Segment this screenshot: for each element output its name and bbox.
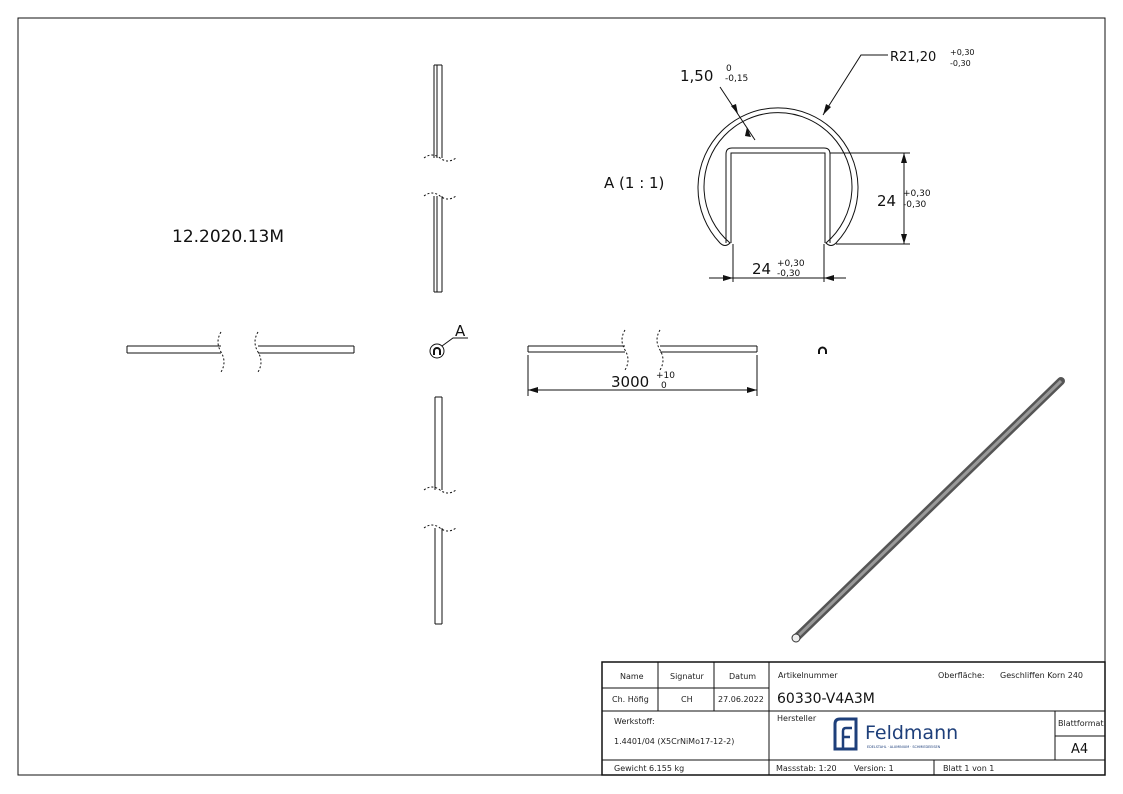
bottom-view — [423, 396, 457, 625]
article-number: 60330-V4A3M — [777, 691, 875, 707]
width-tol-lower: -0,30 — [777, 269, 801, 279]
date-label: Datum — [729, 672, 756, 681]
height-tol-upper: +0,30 — [903, 189, 931, 199]
height-tol-lower: -0,30 — [903, 200, 927, 210]
logo-name: Feldmann — [865, 722, 958, 744]
wall-tol-upper: 0 — [726, 64, 732, 74]
name-value: Ch. Höfig — [612, 695, 649, 704]
length-tol-lower: 0 — [661, 381, 667, 391]
length-dim: 3000 — [611, 373, 649, 391]
signature-value: CH — [681, 695, 693, 704]
name-label: Name — [620, 672, 644, 681]
small-profile — [818, 346, 827, 354]
material-value: 1.4401/04 (X5CrNiMo17-12-2) — [614, 737, 734, 746]
manufacturer-label: Hersteller — [777, 714, 817, 723]
surface-value: Geschliffen Korn 240 — [1000, 671, 1083, 680]
radius-tol-upper: +0,30 — [950, 48, 975, 57]
format-value: A4 — [1071, 742, 1088, 757]
wall-tol-lower: -0,15 — [725, 74, 748, 84]
radius-dim: R21,20 — [890, 50, 936, 65]
logo-tagline: EDELSTAHL · ALUMINIUM · SCHMIEDEEISEN — [867, 745, 941, 749]
feldmann-logo: Feldmann EDELSTAHL · ALUMINIUM · SCHMIED… — [833, 717, 958, 751]
width-dim: 24 — [752, 260, 771, 278]
isometric-view — [791, 377, 1065, 643]
scale: Massstab: 1:20 — [776, 764, 837, 773]
section-profile: 24 +0,30 -0,30 24 +0,30 -0,30 1,50 0 -0,… — [680, 48, 975, 282]
left-view — [126, 331, 355, 373]
height-dim: 24 — [877, 192, 896, 210]
section-label: A (1 : 1) — [604, 174, 664, 192]
drawing-id: 12.2020.13M — [172, 227, 284, 247]
sheet: Blatt 1 von 1 — [943, 764, 994, 773]
radius-tol-lower: -0,30 — [950, 59, 971, 68]
article-label: Artikelnummer — [778, 671, 838, 680]
weight: Gewicht 6.155 kg — [614, 764, 684, 773]
section-marker: A — [429, 322, 468, 359]
title-block: Name Signatur Datum Ch. Höfig CH 27.06.2… — [601, 661, 1106, 776]
right-view: 3000 +10 0 — [527, 329, 758, 396]
wall-dim: 1,50 — [680, 67, 713, 85]
section-marker-label: A — [455, 322, 466, 340]
width-tol-upper: +0,30 — [777, 259, 805, 269]
date-value: 27.06.2022 — [718, 695, 764, 704]
version: Version: 1 — [854, 764, 894, 773]
signature-label: Signatur — [670, 672, 705, 681]
format-label: Blattformat — [1058, 719, 1104, 728]
top-view — [423, 64, 457, 293]
surface-label: Oberfläche: — [938, 671, 985, 680]
length-tol-upper: +10 — [656, 371, 675, 381]
drawing-frame — [17, 17, 1106, 776]
material-label: Werkstoff: — [614, 717, 655, 726]
